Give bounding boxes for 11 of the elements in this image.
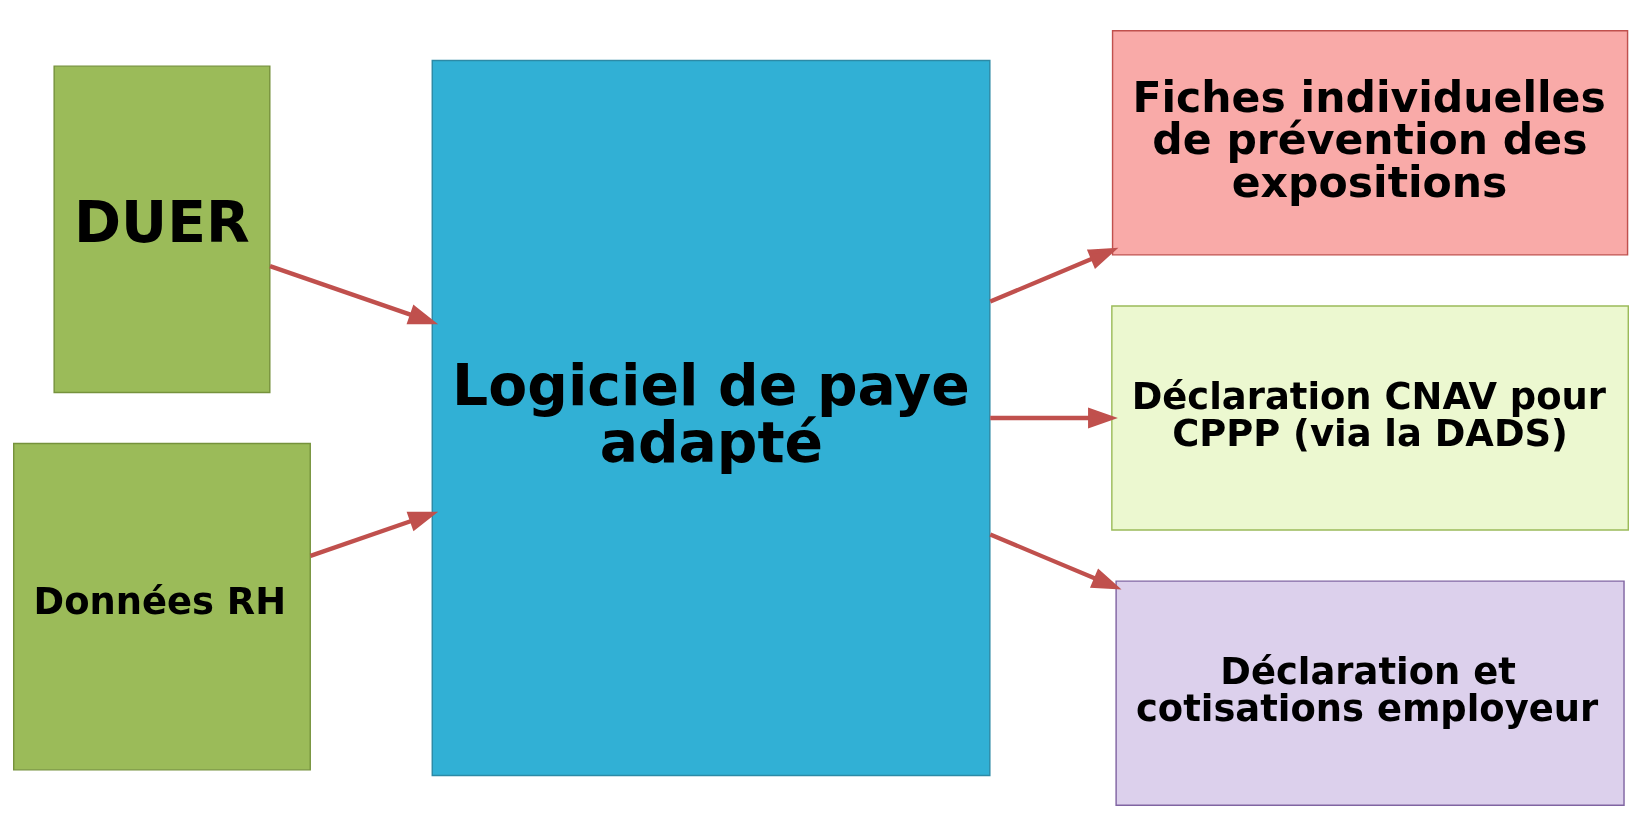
node-box: Déclaration et cotisations employeur	[1115, 579, 1625, 806]
node-box: Déclaration CNAV pour CPPP (via la DADS)	[1111, 304, 1629, 531]
arrow	[989, 247, 1119, 303]
arrow	[990, 407, 1118, 428]
node-box: Fiches individuelles de prévention des expositions	[1111, 29, 1629, 256]
node-box: Données RH	[13, 442, 311, 771]
arrow	[269, 263, 439, 324]
arrow	[309, 511, 439, 558]
arrow	[989, 532, 1122, 590]
node-box: Logiciel de paye adapté	[431, 59, 991, 776]
node-box: DUER	[53, 64, 271, 393]
